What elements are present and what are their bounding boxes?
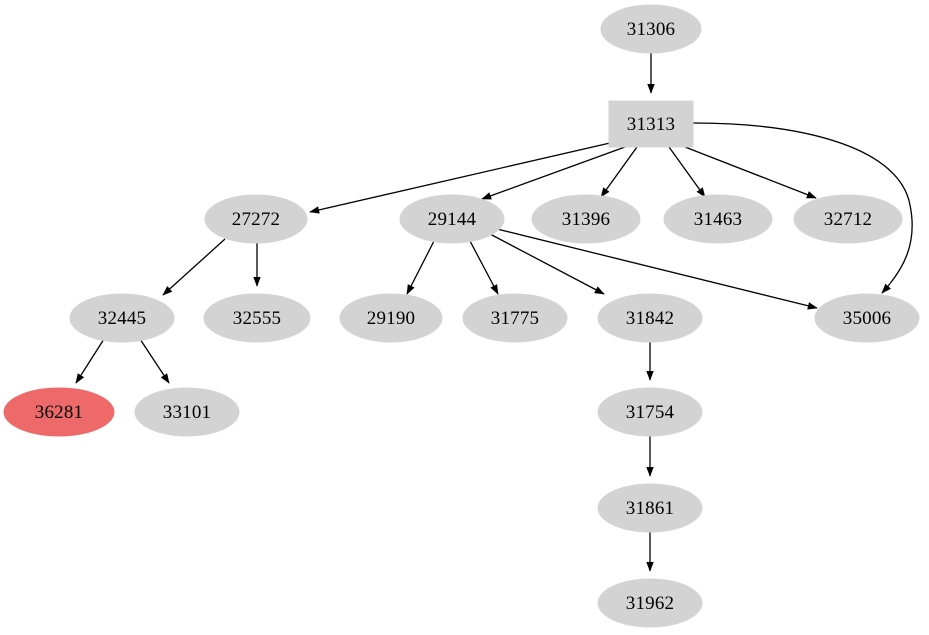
graph-edge-31313-to-31463 [668, 146, 706, 198]
graph-edge-29144-to-31842 [489, 233, 605, 295]
graph-node-35006[interactable] [814, 293, 920, 343]
graph-node-31861[interactable] [597, 483, 703, 533]
graph-edge-31313-to-32712 [684, 146, 817, 199]
graph-node-33101[interactable] [134, 387, 240, 437]
graph-node-32712[interactable] [793, 194, 903, 244]
graph-node-31842[interactable] [597, 293, 703, 343]
graph-edge-29144-to-31775 [469, 240, 499, 295]
graph-node-32445[interactable] [69, 293, 175, 343]
graph-edge-32445-to-36281 [75, 338, 105, 384]
graph-node-27272[interactable] [204, 194, 308, 244]
graph-edge-31313-to-35006 [692, 122, 913, 294]
graph-node-31463[interactable] [663, 194, 773, 244]
graph-edge-31313-to-29144 [481, 146, 626, 200]
graph-node-31396[interactable] [531, 194, 641, 244]
graph-edge-29144-to-35006 [496, 228, 818, 310]
graph-node-31754[interactable] [597, 387, 703, 437]
graph-edge-27272-to-32445 [162, 238, 226, 296]
graph-node-31313[interactable] [608, 100, 694, 148]
graph-node-31962[interactable] [597, 578, 703, 628]
edges-layer [75, 53, 913, 572]
graph-node-31775[interactable] [462, 293, 568, 343]
graph-node-29190[interactable] [339, 293, 443, 343]
graph-node-31306[interactable] [600, 4, 702, 54]
graph-edge-31313-to-31396 [600, 146, 638, 198]
graph-edge-32445-to-33101 [139, 338, 170, 384]
nodes-layer [3, 4, 920, 628]
graph-node-32555[interactable] [203, 293, 311, 343]
graph-node-36281[interactable] [3, 387, 115, 437]
graph-edge-29144-to-29190 [406, 240, 435, 295]
graph-node-29144[interactable] [399, 194, 505, 244]
graph-edge-31313-to-27272 [309, 142, 611, 214]
